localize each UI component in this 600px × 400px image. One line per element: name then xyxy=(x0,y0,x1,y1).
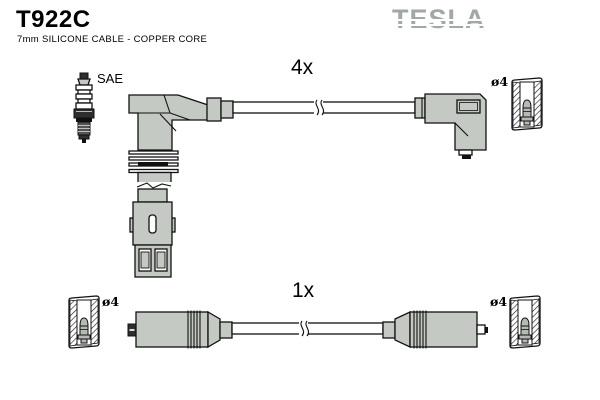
bottom-cable-quantity-label: 1x xyxy=(292,279,315,302)
product-subtitle: 7mm SILICONE CABLE - COPPER CORE xyxy=(17,34,208,45)
angled-cable-drawing xyxy=(128,93,487,278)
spark-plug-standard-label: SAE xyxy=(97,71,124,86)
terminal-socket-icon xyxy=(68,295,100,349)
diameter-label-bottom-right: ø4 xyxy=(490,294,508,309)
diameter-label-top-right: ø4 xyxy=(491,74,509,89)
terminal-socket-icon xyxy=(511,77,543,131)
cable-break-mark xyxy=(314,99,325,116)
part-number-title: T922C xyxy=(16,6,91,33)
spark-plug-icon xyxy=(73,72,95,143)
cable-break-mark xyxy=(299,320,310,337)
terminal-socket-icon xyxy=(509,295,541,349)
top-cable-quantity-label: 4x xyxy=(291,56,314,79)
straight-cable-drawing xyxy=(127,310,488,349)
brand-logo: TESLA xyxy=(390,5,496,33)
logo-stripe xyxy=(390,24,496,26)
logo-stripe xyxy=(390,19,496,21)
diameter-label-bottom-left: ø4 xyxy=(102,294,120,309)
